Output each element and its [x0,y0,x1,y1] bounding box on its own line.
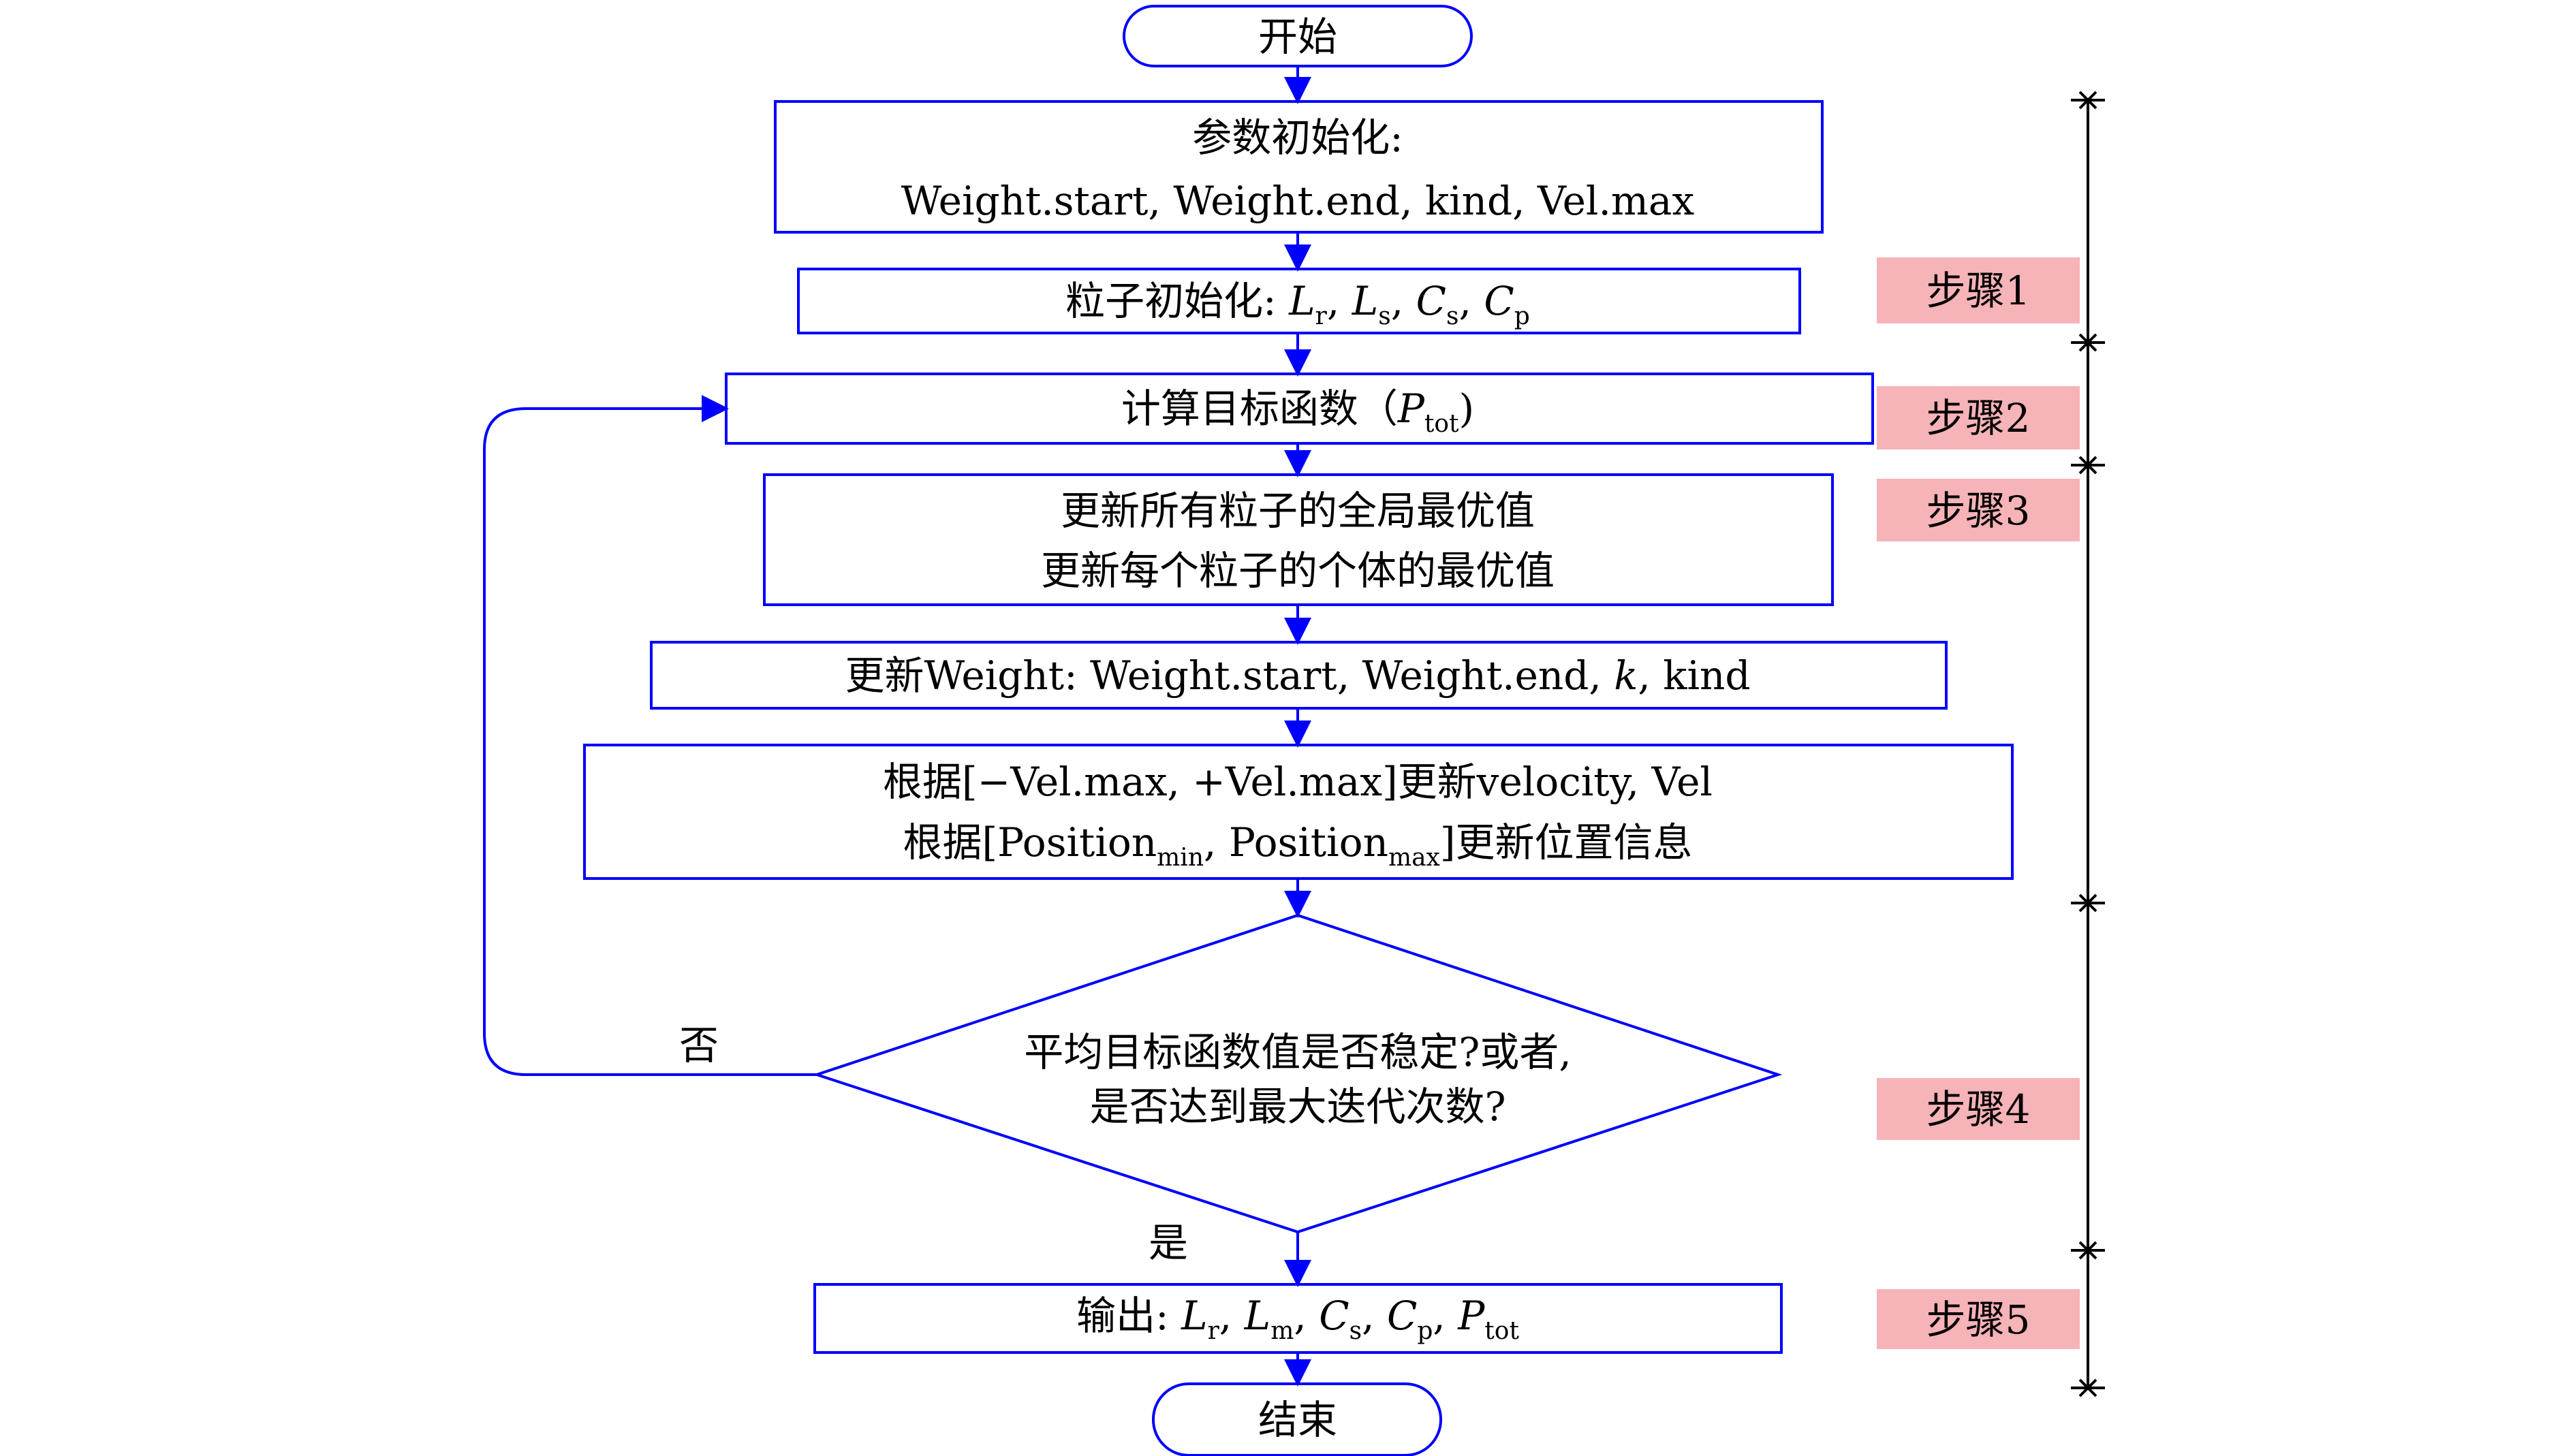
param-init-vars: Weight.start, Weight.end, kind, Vel.max [901,178,1694,224]
svg-text:步骤5: 步骤5 [1926,1297,2031,1343]
step-label-4: 步骤4 [1877,1078,2080,1140]
start-node: 开始 [1123,5,1473,67]
step-label-5: 步骤5 [1877,1289,2080,1349]
sub-cp: p [1514,302,1530,330]
convergence-decision-node: 平均目标函数值是否稳定?或者, 是否达到最大迭代次数? [812,913,1783,1234]
step-label-3: 步骤3 [1877,479,2080,541]
update-velocity-label: 根据[−Vel.max, +Vel.max]更新velocity, Vel [883,759,1713,805]
var-lr: L [1288,278,1315,324]
sub-ls: s [1378,302,1390,330]
update-position-label: 根据[Positionmin, Positionmax]更新位置信息 [903,819,1693,872]
param-init-title: 参数初始化: [1192,114,1403,161]
decision-line-2: 是否达到最大迭代次数? [1089,1083,1505,1130]
svg-text:步骤1: 步骤1 [1926,268,2031,314]
update-best-node: 更新所有粒子的全局最优值 更新每个粒子的个体的最优值 [763,473,1834,606]
edge-label-yes: 是 [1149,1220,1188,1266]
update-personal-best: 更新每个粒子的个体的最优值 [1041,548,1555,594]
particle-init-node: 粒子初始化: Lr, Ls, Cs, Cp [797,268,1801,334]
update-velocity-position-node: 根据[−Vel.max, +Vel.max]更新velocity, Vel 根据… [583,744,2014,880]
particle-init-prefix: 粒子初始化: [1065,278,1289,324]
compute-objective-label: 计算目标函数（Ptot) [1121,385,1474,438]
var-cs: C [1416,278,1446,324]
edge-label-no: 否 [679,1022,719,1069]
end-label: 结束 [1258,1397,1337,1443]
var-cp: C [1484,278,1514,324]
step-bracket [2071,91,2105,1397]
svg-text:步骤3: 步骤3 [1926,488,2031,534]
particle-init-label: 粒子初始化: Lr, Ls, Cs, Cp [1065,278,1530,330]
svg-text:步骤4: 步骤4 [1926,1086,2031,1133]
end-node: 结束 [1152,1382,1442,1456]
param-init-node: 参数初始化: Weight.start, Weight.end, kind, V… [774,100,1824,234]
sub-lr: r [1315,302,1328,330]
update-global-best: 更新所有粒子的全局最优值 [1061,488,1535,534]
sub-cs: s [1446,302,1458,330]
start-label: 开始 [1258,14,1337,60]
update-weight-label: 更新Weight: Weight.start, Weight.end, k, k… [845,652,1751,699]
var-ls: L [1352,278,1379,324]
step-label-1: 步骤1 [1877,257,2080,323]
decision-line-1: 平均目标函数值是否稳定?或者, [1024,1029,1572,1075]
edge-decision-no-loop [483,395,817,1076]
output-label: 输出: Lr, Lm, Cs, Cp, Ptot [1076,1293,1519,1345]
update-weight-node: 更新Weight: Weight.start, Weight.end, k, k… [650,641,1948,710]
compute-objective-node: 计算目标函数（Ptot) [725,373,1874,445]
output-node: 输出: Lr, Lm, Cs, Cp, Ptot [813,1283,1783,1354]
step-label-2: 步骤2 [1877,386,2080,449]
svg-text:步骤2: 步骤2 [1926,395,2031,441]
